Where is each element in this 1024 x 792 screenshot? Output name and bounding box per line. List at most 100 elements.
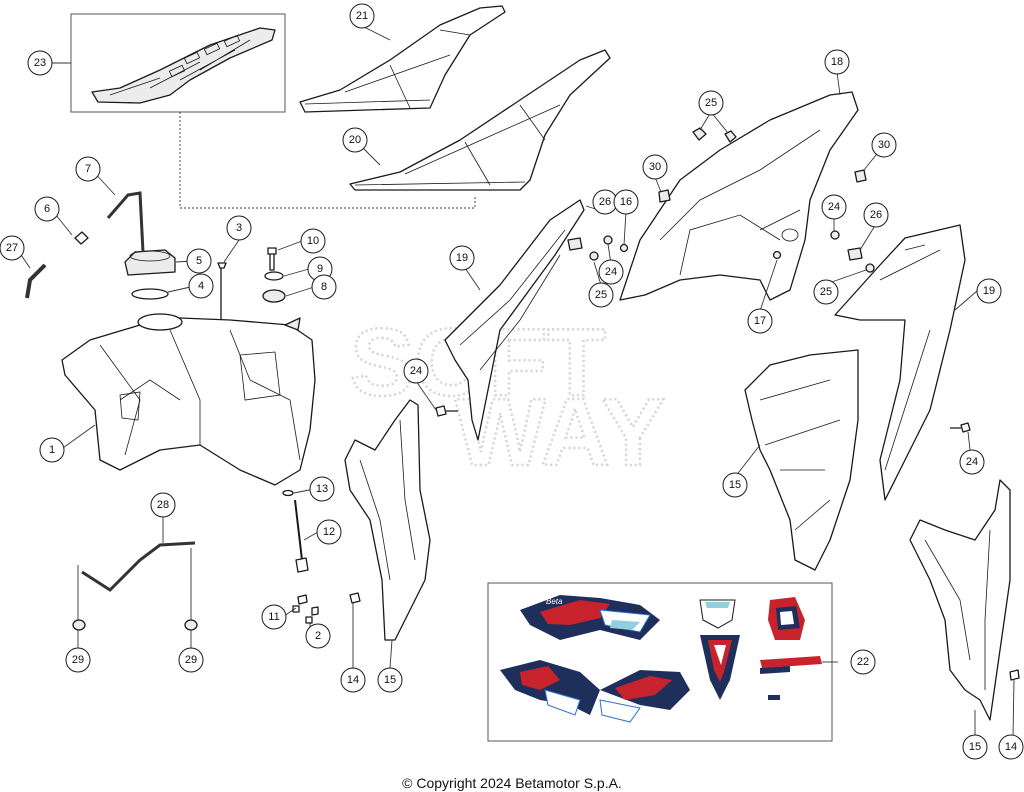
fuel-tank (61, 313, 316, 486)
svg-text:29: 29 (185, 654, 197, 666)
svg-text:23: 23 (34, 57, 46, 69)
seat-21 (299, 5, 506, 113)
callout-15-right: 15 (962, 734, 988, 760)
tank-mount-hardware (282, 489, 319, 624)
callout-16: 15 (722, 472, 748, 498)
svg-text:19: 19 (983, 285, 995, 297)
callout-12: 12 (316, 519, 342, 545)
callout-26-a: 26 (592, 189, 618, 215)
breather-hose (106, 191, 145, 253)
rear-fender (619, 91, 859, 301)
decal-kit: Beta (487, 582, 833, 742)
callout-23: 23 (27, 50, 53, 76)
callout-10: 10 (300, 228, 326, 254)
callout-22: 22 (850, 649, 876, 675)
svg-text:25: 25 (705, 97, 717, 109)
svg-text:19: 19 (456, 252, 468, 264)
svg-text:18: 18 (831, 56, 843, 68)
callout-markers: 23 21 20 1 7 6 27 5 4 3 10 9 8 13 12 11 … (0, 3, 1024, 760)
tank-bolts (217, 247, 286, 320)
svg-text:2: 2 (315, 630, 321, 642)
callout-13: 13 (309, 476, 335, 502)
callout-18: 18 (824, 49, 850, 75)
decal-brand-text: Beta (546, 597, 563, 606)
svg-text:6: 6 (44, 203, 50, 215)
callout-1: 1 (39, 437, 65, 463)
callout-17-b: 17 (747, 308, 773, 334)
breather-valve (74, 231, 89, 245)
seat-20 (349, 49, 611, 191)
small-hardware (349, 127, 1020, 681)
callout-15-left: 15 (377, 667, 403, 693)
svg-text:1: 1 (49, 444, 55, 456)
cap-gasket (131, 288, 169, 300)
callout-4: 4 (188, 273, 214, 299)
radiator-shroud-left (444, 199, 585, 441)
svg-text:22: 22 (857, 656, 869, 668)
callout-19-left: 19 (449, 245, 475, 271)
svg-text:13: 13 (316, 483, 328, 495)
svg-text:3: 3 (236, 222, 242, 234)
svg-text:5: 5 (196, 255, 202, 267)
svg-text:4: 4 (198, 280, 204, 292)
callout-20: 20 (342, 127, 368, 153)
radiator-shroud-right (834, 224, 966, 501)
callout-28: 28 (150, 492, 176, 518)
callout-7: 7 (75, 156, 101, 182)
svg-text:17: 17 (754, 315, 766, 327)
callout-24-c: 24 (821, 194, 847, 220)
watermark-line2: WAY (455, 379, 665, 486)
callout-3: 3 (226, 215, 252, 241)
svg-text:25: 25 (820, 286, 832, 298)
callout-27: 27 (0, 235, 25, 261)
cable-ties (72, 541, 198, 631)
callout-30-b: 30 (871, 132, 897, 158)
callout-8: 8 (311, 274, 337, 300)
svg-text:26: 26 (599, 196, 611, 208)
callout-29-left: 29 (65, 647, 91, 673)
svg-text:27: 27 (6, 242, 18, 254)
callout-2: 2 (305, 623, 331, 649)
svg-text:21: 21 (356, 10, 368, 22)
callout-24-a: 24 (403, 358, 429, 384)
svg-text:9: 9 (317, 263, 323, 275)
callout-14-left: 14 (340, 667, 366, 693)
svg-text:11: 11 (268, 611, 279, 623)
decal-swingarm (760, 656, 822, 668)
svg-text:28: 28 (157, 499, 169, 511)
svg-text:16: 16 (620, 196, 632, 208)
svg-text:26: 26 (870, 209, 882, 221)
callout-25-c: 25 (813, 279, 839, 305)
svg-text:8: 8 (321, 281, 327, 293)
fuel-cap (124, 249, 176, 276)
callout-11: 11 (261, 604, 287, 630)
svg-text:24: 24 (966, 456, 978, 468)
svg-text:15: 15 (384, 674, 396, 686)
svg-text:24: 24 (828, 201, 840, 213)
callout-24-b: 24 (598, 259, 624, 285)
seat-cover-group (70, 13, 476, 209)
callout-6: 6 (34, 196, 60, 222)
svg-text:25: 25 (595, 289, 607, 301)
callout-24-d: 24 (959, 449, 985, 475)
callout-30-a: 30 (642, 154, 668, 180)
svg-text:10: 10 (307, 235, 319, 247)
copyright-notice: © Copyright 2024 Betamotor S.p.A. (402, 775, 622, 791)
svg-text:14: 14 (347, 674, 359, 686)
svg-text:24: 24 (410, 365, 422, 377)
side-panel-right (909, 479, 1011, 721)
svg-text:14: 14 (1005, 741, 1017, 753)
svg-text:20: 20 (349, 134, 361, 146)
side-panel-left (344, 399, 431, 641)
svg-text:30: 30 (649, 161, 661, 173)
drain-hose (25, 263, 47, 299)
svg-text:30: 30 (878, 139, 890, 151)
callout-17-a: 16 (613, 189, 639, 215)
callout-14-right: 14 (998, 734, 1024, 760)
callout-29-right: 29 (178, 647, 204, 673)
svg-text:12: 12 (323, 526, 335, 538)
decal-small-logo (768, 695, 780, 700)
callout-25-a: 25 (588, 282, 614, 308)
callout-26-b: 26 (863, 202, 889, 228)
